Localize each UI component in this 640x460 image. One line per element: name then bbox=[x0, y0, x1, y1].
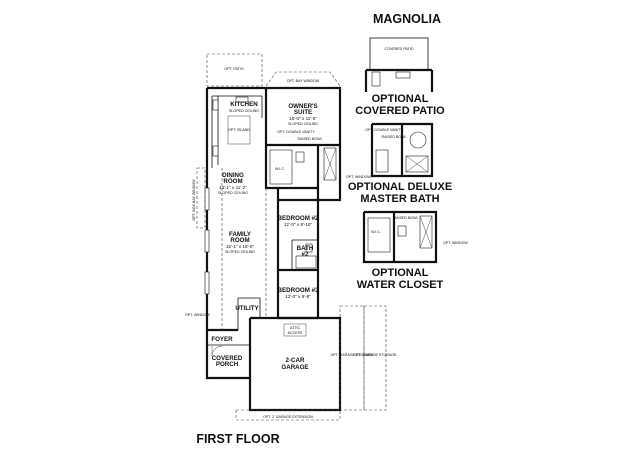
range-icon bbox=[212, 99, 219, 111]
bedroom2-label: BEDROOM #2 bbox=[278, 215, 319, 222]
plan-title: MAGNOLIA bbox=[373, 12, 441, 26]
attic-access-outline bbox=[283, 323, 307, 337]
fridge-icon bbox=[212, 145, 219, 157]
utility-walls bbox=[237, 297, 261, 330]
option-opt-window-label: OPT. WINDOW bbox=[443, 241, 468, 245]
family-label-2: ROOM bbox=[230, 237, 249, 244]
floor-label: FIRST FLOOR bbox=[196, 432, 279, 446]
family-note: SLOPED CEILING bbox=[225, 250, 255, 254]
window bbox=[204, 229, 210, 253]
foyer-label: FOYER bbox=[211, 336, 233, 343]
dining-dims: 13'-1" x 11'-2" bbox=[219, 185, 247, 190]
option-tub-icon bbox=[409, 131, 427, 149]
opt-patio-outline bbox=[206, 53, 263, 87]
family-label-1: FAMILY bbox=[229, 231, 252, 238]
opt-patio-label: OPT. PATIO bbox=[224, 67, 243, 71]
garage-label-2: GARAGE bbox=[281, 364, 308, 371]
utility-label: UTILITY bbox=[235, 305, 259, 312]
tub-icon bbox=[295, 255, 317, 269]
option-opt-double-vanity-label: OPT. DOUBLE VANITY bbox=[365, 128, 403, 132]
opt-garage-storage-outline bbox=[339, 305, 365, 411]
attic-label-2: ACCESS bbox=[288, 331, 303, 335]
window bbox=[204, 271, 210, 295]
option-patio-fixture bbox=[395, 71, 411, 79]
opt-bay-window-label: OPT. BAY WINDOW bbox=[287, 79, 320, 83]
owners-suite-note: SLOPED CEILING bbox=[288, 122, 318, 126]
shower-icon bbox=[269, 149, 293, 185]
kitchen-counters bbox=[211, 95, 263, 168]
option-shower-icon bbox=[367, 217, 391, 253]
option-water-closet-title-2: WATER CLOSET bbox=[357, 279, 444, 291]
option-raised-bowl-label: RAISED BOWL bbox=[394, 216, 419, 220]
opt-box-bay-window-label: OPT. BOX BAY WINDOW bbox=[192, 179, 196, 221]
option-covered-patio-title-2: COVERED PATIO bbox=[355, 105, 445, 117]
option-deluxe-bath-walls bbox=[370, 122, 434, 178]
raised-bowl-label: RAISED BOWL bbox=[298, 137, 323, 141]
family-dims: 15'-1" x 16'-0" bbox=[226, 244, 255, 249]
window bbox=[204, 187, 210, 211]
option-covered-patio-slab bbox=[369, 37, 429, 71]
opt-garage-storage-label: OPT. GARAGE STORAGE bbox=[354, 353, 397, 357]
wic-label: W.I.C. bbox=[275, 167, 285, 171]
option-covered-patio-title-1: OPTIONAL bbox=[372, 93, 429, 105]
option-deluxe-bath-title-1: OPTIONAL DELUXE bbox=[348, 181, 452, 193]
opt-box-bay-window-outline bbox=[196, 167, 206, 229]
covered-porch-label-1: COVERED bbox=[212, 355, 243, 362]
bedroom3-dims: 12'-0" x 9'-8" bbox=[285, 294, 311, 299]
dining-label-1: DINING bbox=[222, 172, 244, 179]
owners-suite-dims: 15'-0" x 11'-5" bbox=[289, 116, 317, 121]
bedroom3-label: BEDROOM #3 bbox=[278, 287, 319, 294]
kitchen-label: KITCHEN bbox=[230, 101, 258, 108]
house-exterior-wall bbox=[205, 86, 342, 412]
sink-icon bbox=[235, 96, 249, 103]
option-patio-fixture bbox=[371, 71, 381, 87]
opt-window-label: OPT. WINDOW bbox=[185, 313, 210, 317]
dining-note: SLOPED CEILING bbox=[218, 191, 248, 195]
dining-label-2: ROOM bbox=[223, 178, 242, 185]
opt-garage-storage-label: OPT. GARAGE STORAGE bbox=[331, 353, 374, 357]
option-covered-patio-label: COVERED PATIO bbox=[384, 47, 413, 51]
garage-label-1: 2-CAR bbox=[286, 357, 305, 364]
opt-garage-extension-label: OPT. 2' GARAGE EXTENSION bbox=[263, 415, 313, 419]
bath2-label-1: BATH bbox=[297, 245, 314, 252]
opt-garage-storage-outline bbox=[363, 305, 387, 411]
option-deluxe-bath-title-2: MASTER BATH bbox=[360, 193, 439, 205]
kitchen-note: SLOPED CEILING bbox=[229, 109, 259, 113]
option-covered-patio-wall bbox=[364, 68, 434, 92]
toilet-icon bbox=[305, 243, 313, 253]
owners-suite-label-1: OWNER'S bbox=[288, 103, 317, 110]
owners-suite-label-2: SUITE bbox=[294, 109, 312, 116]
option-wic-label: W.I.C. bbox=[371, 230, 381, 234]
toilet-icon bbox=[295, 151, 305, 163]
option-toilet-icon bbox=[397, 225, 407, 237]
covered-porch-label-2: PORCH bbox=[216, 361, 239, 368]
opt-window-label: OPT. WINDOW bbox=[346, 175, 371, 179]
opt-double-vanity-label: OPT. DOUBLE VANITY bbox=[277, 130, 315, 134]
bath2-walls bbox=[291, 239, 319, 270]
option-shower-icon bbox=[375, 149, 389, 173]
opt-island bbox=[227, 115, 251, 145]
island-label: OPT. ISLAND bbox=[228, 128, 250, 132]
option-water-closet-title-1: OPTIONAL bbox=[372, 267, 429, 279]
bedroom2-dims: 12'-0" x 9'-10" bbox=[284, 222, 313, 227]
attic-label-1: ATTIC bbox=[290, 326, 301, 330]
option-raised-bowl-label: RAISED BOWL bbox=[382, 135, 407, 139]
option-water-closet-walls bbox=[362, 210, 438, 264]
opt-garage-extension-outline bbox=[235, 409, 341, 421]
bath2-label-2: #2 bbox=[302, 251, 309, 258]
